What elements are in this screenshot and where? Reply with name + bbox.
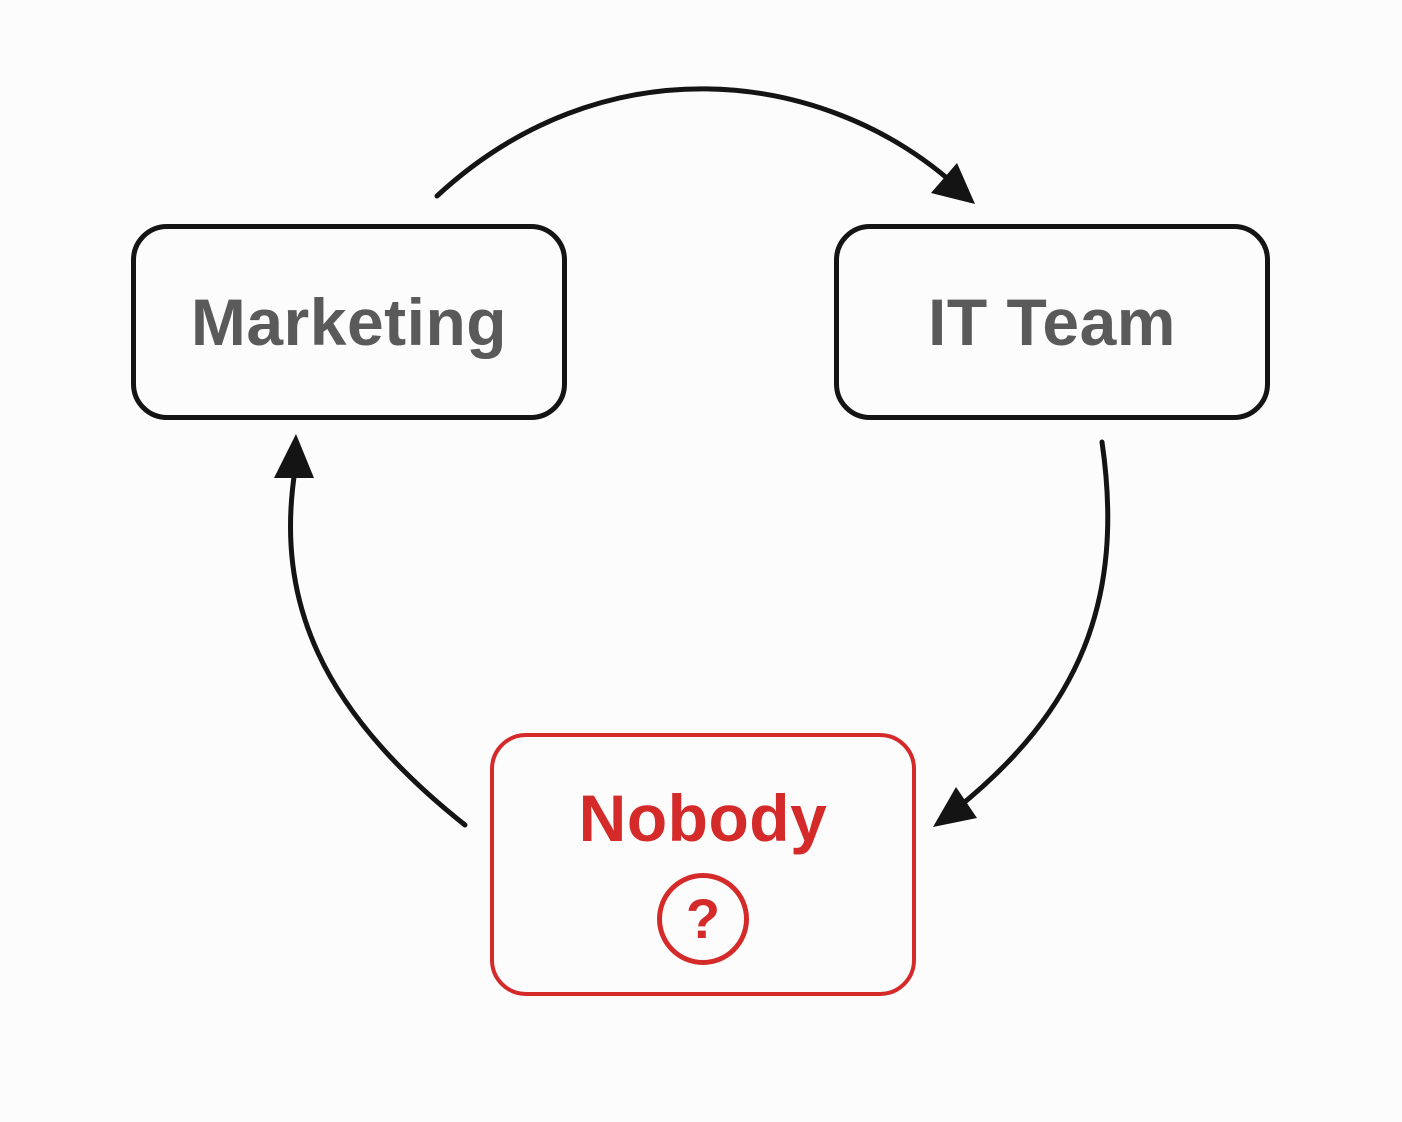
- arrowhead-it-team-to-nobody: [933, 787, 977, 827]
- arrowhead-nobody-to-marketing: [274, 434, 314, 478]
- edge-nobody-to-marketing: [288, 467, 468, 828]
- arrowhead-marketing-to-it-team: [931, 163, 975, 204]
- edge-marketing-to-it-team: [434, 86, 958, 199]
- edge-it-team-to-nobody: [952, 439, 1111, 813]
- node-it-team-label: IT Team: [927, 285, 1176, 359]
- node-marketing[interactable]: Marketing: [131, 224, 567, 420]
- question-mark-circle-icon: ?: [657, 873, 749, 965]
- node-nobody-label: Nobody: [578, 781, 828, 855]
- node-marketing-label: Marketing: [190, 285, 508, 359]
- node-nobody[interactable]: Nobody ?: [490, 733, 916, 996]
- node-it-team[interactable]: IT Team: [834, 224, 1270, 420]
